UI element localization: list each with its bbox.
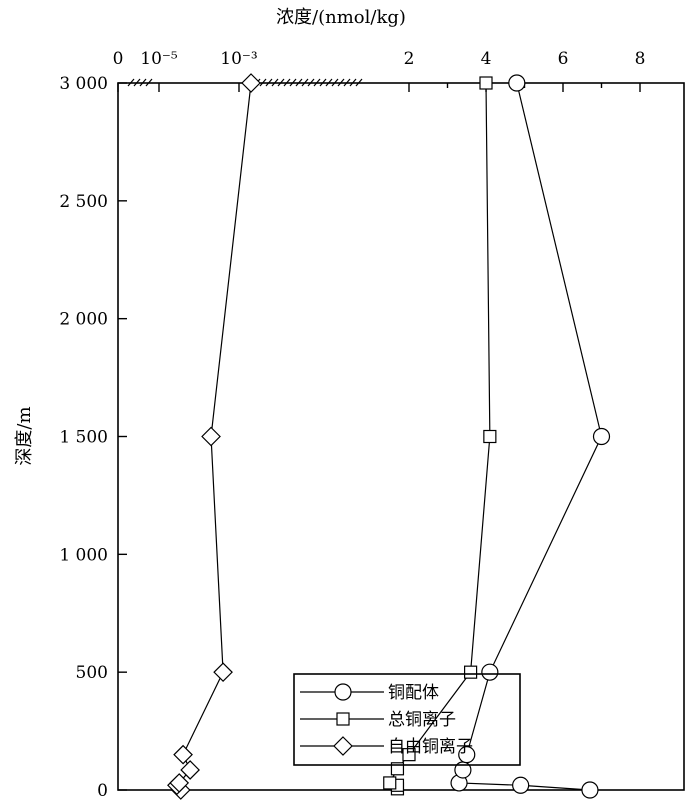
- series-0-point-0: [581, 781, 599, 799]
- series-1-point-4: [402, 748, 416, 762]
- series-2-point-5: [213, 662, 233, 683]
- hatch-mid-4: [277, 78, 285, 87]
- hatch-mid-6: [289, 78, 297, 87]
- series-layer: [167, 73, 611, 800]
- legend-label-1: 总铜离子: [388, 710, 456, 730]
- series-1-point-7: [479, 76, 493, 90]
- hatch-mid-11: [319, 78, 327, 87]
- hatch-mid-12: [325, 78, 333, 87]
- hatch-mid-3: [271, 78, 279, 87]
- x-lin-tick-0-label: 2: [404, 49, 415, 69]
- y-axis-title: 深度/m: [14, 406, 35, 465]
- series-2: [167, 73, 261, 800]
- series-0-point-7: [508, 74, 526, 92]
- x-axis-ticks: 0 10⁻⁵ 10⁻³ 2 4 6 8: [113, 49, 646, 92]
- x-lin-tick-1-label: 4: [481, 49, 492, 69]
- y-tick-label-3: 1 500: [59, 428, 108, 448]
- legend-marker-2: [333, 736, 353, 756]
- hatch-left-0: [127, 78, 135, 87]
- series-1-point-2: [383, 776, 397, 790]
- x-log-tick-0-label: 0: [113, 49, 124, 69]
- y-tick-label-5: 2 500: [59, 192, 108, 212]
- hatch-left-1: [133, 78, 141, 87]
- hatch-mid-1: [259, 78, 267, 87]
- series-0-line: [458, 82, 603, 791]
- series-0-point-6: [592, 427, 611, 446]
- legend-marker-0: [334, 683, 352, 701]
- hatch-mid-5: [283, 78, 291, 87]
- series-2-point-6: [201, 426, 221, 447]
- legend-box: [293, 673, 521, 766]
- hatch-mid-14: [337, 78, 345, 87]
- series-2-point-2: [169, 773, 190, 793]
- hatch-mid-13: [331, 78, 339, 87]
- hatch-mid-9: [307, 78, 315, 87]
- x-axis-title: 浓度/(nmol/kg): [276, 7, 406, 28]
- axis-break-hatches: [127, 78, 363, 87]
- hatch-mid-8: [301, 78, 309, 87]
- series-2-point-7: [241, 73, 261, 93]
- series-1-point-5: [464, 665, 478, 679]
- x-lin-tick-2-label: 6: [558, 49, 569, 69]
- x-lin-tick-3-label: 8: [635, 49, 646, 69]
- series-0: [450, 74, 611, 799]
- series-0-point-5: [481, 663, 499, 681]
- hatch-mid-16: [349, 78, 357, 87]
- y-tick-label-6: 3 000: [59, 74, 108, 94]
- hatch-mid-7: [295, 78, 303, 87]
- hatch-mid-10: [313, 78, 321, 87]
- series-0-point-1: [512, 776, 530, 794]
- series-2-point-4: [173, 744, 193, 765]
- series-1-point-6: [483, 429, 497, 444]
- y-tick-label-1: 500: [76, 663, 108, 683]
- series-1: [383, 76, 497, 796]
- legend-label-0: 铜配体: [388, 683, 439, 703]
- legend-label-2: 自由铜离子: [388, 737, 473, 757]
- y-axis-ticks: 0 500 1 000 1 500 2 000 2 500 3 000: [59, 74, 127, 801]
- y-tick-label-0: 0: [97, 781, 108, 801]
- series-0-point-4: [458, 746, 476, 764]
- y-tick-label-2: 1 000: [59, 545, 108, 565]
- y-tick-label-4: 2 000: [59, 310, 108, 330]
- hatch-mid-2: [265, 78, 273, 87]
- x-log-tick-2-label: 10⁻³: [220, 49, 257, 69]
- legend-marker-1: [336, 712, 350, 726]
- hatch-left-3: [145, 78, 153, 87]
- hatch-mid-15: [343, 78, 351, 87]
- hatch-left-2: [139, 78, 147, 87]
- x-log-tick-1-label: 10⁻⁵: [140, 49, 178, 69]
- hatch-mid-17: [355, 78, 363, 87]
- series-2-point-3: [180, 760, 200, 780]
